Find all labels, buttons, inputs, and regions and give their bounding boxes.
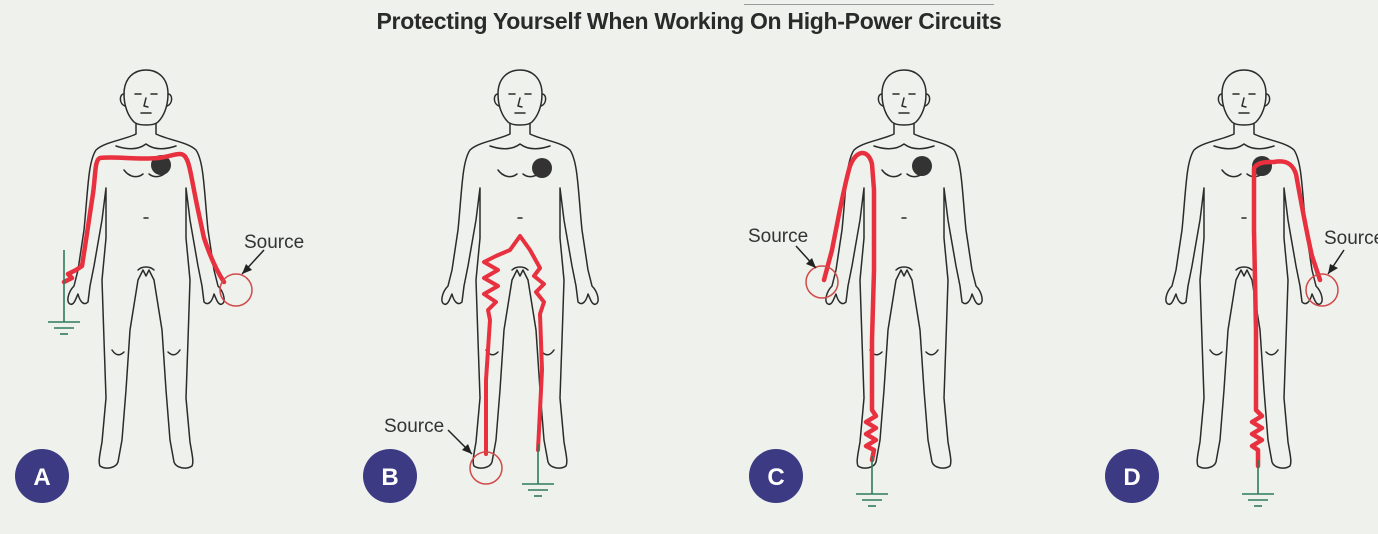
heart-marker: [912, 156, 932, 176]
heart-marker: [532, 158, 552, 178]
panel-a: Source A: [15, 69, 304, 503]
ground-symbol: [522, 444, 554, 497]
body-outline: [67, 69, 225, 469]
panel-badge-letter: D: [1123, 464, 1140, 491]
source-label: Source: [748, 226, 808, 247]
ground-symbol: [856, 456, 888, 507]
current-path: [61, 151, 227, 285]
current-path: [482, 234, 546, 456]
current-path: [1249, 159, 1323, 469]
body-outline: [825, 69, 983, 469]
panel-badge: [1105, 449, 1159, 503]
source-label: Source: [384, 416, 444, 437]
page-title: Protecting Yourself When Working On High…: [376, 8, 1002, 34]
body-outline: [1165, 69, 1323, 469]
panel-c: Source C: [748, 69, 983, 507]
panel-badge: [749, 449, 803, 503]
title-rule: [744, 4, 994, 5]
panel-badge: [363, 449, 417, 503]
source-label: Source: [244, 232, 304, 253]
panel-badge-letter: C: [767, 464, 784, 491]
panel-b: Source B: [363, 69, 599, 503]
ground-symbol: [1242, 460, 1274, 507]
panel-badge-letter: B: [381, 464, 398, 491]
panel-d: Source D: [1105, 69, 1378, 507]
ground-symbol: [48, 250, 80, 335]
source-ring: [219, 273, 253, 307]
current-path: [821, 150, 879, 463]
source-label: Source: [1324, 228, 1378, 249]
source-ring: [805, 265, 839, 299]
panel-badge-letter: A: [33, 464, 50, 491]
source-ring: [469, 451, 503, 485]
panel-badge: [15, 449, 69, 503]
source-ring: [1305, 273, 1339, 307]
body-outline: [441, 69, 599, 469]
